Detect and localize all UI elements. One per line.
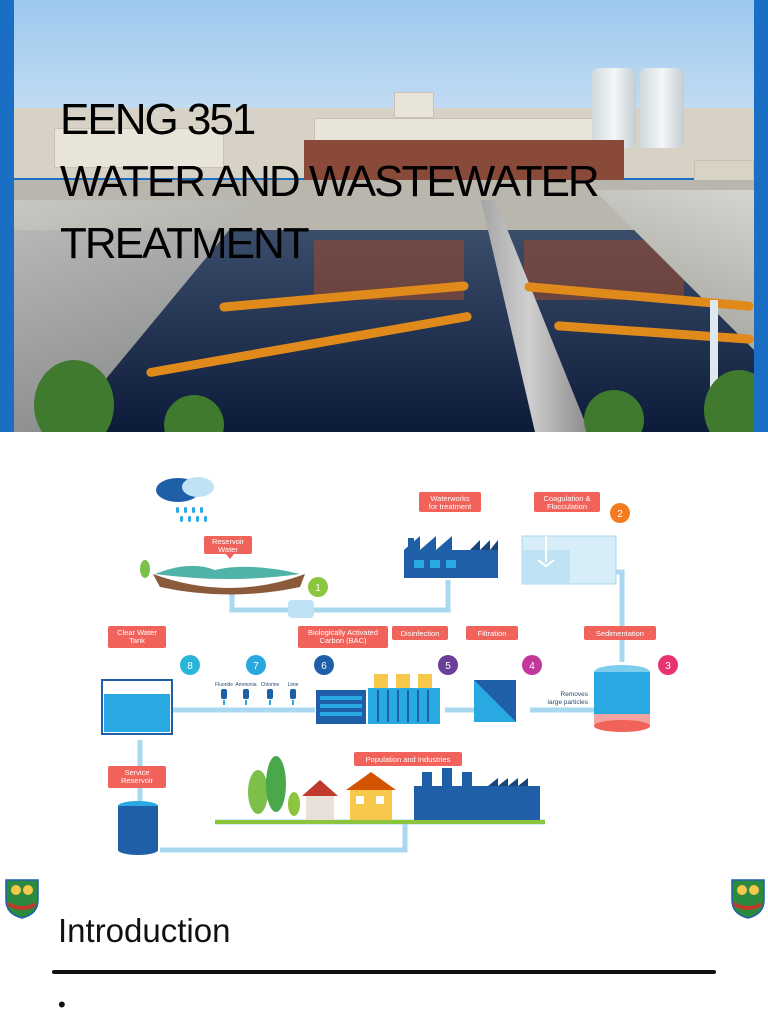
- population-label: Population and Industries: [366, 755, 451, 764]
- step-5-badge: [438, 655, 458, 675]
- chemical-fluoride: Fluoride: [215, 682, 233, 688]
- course-title-line-2: TREATMENT: [60, 219, 310, 268]
- filter-icon: [474, 680, 516, 722]
- svg-text:4: 4: [529, 661, 535, 672]
- svg-text:3: 3: [665, 661, 671, 672]
- chemical-lime: Lime: [288, 682, 299, 688]
- step-1-badge: [308, 577, 328, 597]
- slide-heading: Introduction: [58, 912, 231, 949]
- university-logo-icon: [5, 879, 39, 919]
- service-reservoir-icon: [118, 801, 158, 855]
- sedimentation-tank-icon: [594, 665, 650, 732]
- title-slide: EENG 351 WATER AND WASTEWATER TREATMENT: [0, 0, 768, 432]
- university-logo-icon: [731, 879, 765, 919]
- waterworks-factory-icon: [404, 536, 498, 578]
- course-code: EENG 351: [60, 95, 256, 144]
- clear-water-tank-icon: [101, 679, 173, 735]
- svg-text:5: 5: [445, 661, 451, 672]
- heading-divider: [52, 970, 716, 974]
- disinfection-units-icon: [368, 674, 440, 724]
- svg-text:7: 7: [253, 661, 259, 672]
- step-4-badge: [522, 655, 542, 675]
- coagulation-tank-icon: [521, 535, 617, 585]
- chemical-ammonia: Ammonia: [235, 682, 256, 688]
- reservoir-label-bg: [204, 536, 252, 554]
- bullet-point: •: [58, 992, 66, 1017]
- bac-filter-icon: [316, 690, 366, 724]
- sedimentation-label: Sedimentation: [596, 629, 644, 638]
- step-6-badge: [314, 655, 334, 675]
- step-2-badge: [610, 503, 630, 523]
- coagulation-label: Coagulation &Flocculation: [543, 494, 590, 511]
- pump-icon: [288, 600, 314, 618]
- step-1-number: 1: [315, 583, 321, 594]
- svg-text:2: 2: [617, 509, 623, 520]
- course-title-line-1: WATER AND WASTEWATER: [60, 157, 600, 206]
- town-icon: [215, 756, 545, 824]
- svg-text:8: 8: [187, 661, 193, 672]
- step-3-badge: [658, 655, 678, 675]
- disinfection-label: Disinfection: [401, 629, 440, 638]
- filtration-label: Filtration: [478, 629, 507, 638]
- svg-text:6: 6: [321, 661, 327, 672]
- chemical-dosing-icons: Fluoride Ammonia Chlorine Lime: [215, 682, 299, 705]
- chemical-chlorine: Chlorine: [261, 682, 280, 688]
- introduction-slide: Introduction •: [0, 864, 768, 1024]
- rain-cloud-icon: [156, 477, 214, 522]
- water-treatment-plant-photo: [14, 0, 754, 432]
- step-7-badge: [246, 655, 266, 675]
- step-8-badge: [180, 655, 200, 675]
- reservoir-icon: [140, 560, 305, 595]
